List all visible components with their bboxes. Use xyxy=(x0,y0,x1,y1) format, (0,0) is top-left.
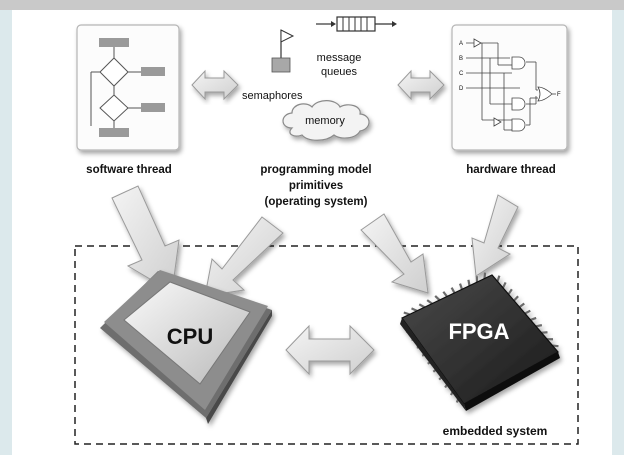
gate-input-b: B xyxy=(459,56,463,62)
fpga-pin xyxy=(434,295,441,301)
fpga-pin xyxy=(450,287,456,294)
primitives-to-hardware-arrow xyxy=(397,69,445,101)
fpga-pin xyxy=(502,281,507,289)
top-border-bar xyxy=(0,0,624,10)
primitives-label-line1: programming model xyxy=(260,164,371,176)
fpga-pin xyxy=(530,316,537,321)
fpga-chip xyxy=(400,272,560,411)
gate-output-f: F xyxy=(557,92,561,98)
primitives-label-line3: (operating system) xyxy=(265,196,368,208)
primitives-to-fpga-arrow xyxy=(360,213,429,294)
fpga-pin xyxy=(403,311,410,316)
fpga-pin xyxy=(467,279,471,286)
software-to-cpu-arrow xyxy=(111,185,180,293)
message-queue-icon xyxy=(316,16,397,32)
left-border-bar xyxy=(0,10,12,455)
right-border-bar xyxy=(612,10,624,455)
primitives-label-line2: primitives xyxy=(289,180,343,192)
fpga-pin xyxy=(518,302,525,308)
gate-input-a: A xyxy=(459,41,463,47)
fpga-pin xyxy=(426,299,433,305)
fpga-pin xyxy=(483,272,487,279)
hardware-thread-circuit: A B C D xyxy=(451,24,568,151)
memory-cloud-icon xyxy=(282,100,370,141)
software-thread-label: software thread xyxy=(86,164,172,176)
fpga-pin xyxy=(513,295,519,302)
gate-input-c: C xyxy=(459,71,464,77)
message-queues-label-line1: message xyxy=(317,52,362,64)
fpga-pin xyxy=(507,288,513,295)
fpga-pin xyxy=(535,324,543,328)
gate-input-d: D xyxy=(459,86,464,92)
embedded-system-label: embedded system xyxy=(443,424,548,438)
fpga-pin xyxy=(411,307,418,312)
memory-label: memory xyxy=(305,115,345,127)
hardware-to-fpga-arrow xyxy=(471,194,519,277)
fpga-label: FPGA xyxy=(448,319,509,344)
cpu-chip xyxy=(100,270,272,424)
fpga-pin xyxy=(524,309,531,315)
semaphore-flag-icon xyxy=(271,29,295,73)
fpga-pin xyxy=(541,331,548,334)
fpga-pin xyxy=(496,275,501,282)
fpga-pin xyxy=(442,291,448,298)
embedded-system-boundary xyxy=(74,245,579,445)
primitives-to-cpu-arrow xyxy=(204,216,284,297)
fpga-pin xyxy=(552,344,559,348)
hardware-thread-label: hardware thread xyxy=(466,164,555,176)
fpga-pin xyxy=(418,303,426,309)
semaphores-label: semaphores xyxy=(242,90,303,102)
fpga-pin xyxy=(458,283,464,290)
software-thread-flowchart xyxy=(76,24,180,151)
cpu-label: CPU xyxy=(167,324,213,349)
message-queues-label-line2: queues xyxy=(321,66,358,78)
cpu-fpga-arrow xyxy=(285,324,375,376)
software-to-primitives-arrow xyxy=(191,69,239,101)
